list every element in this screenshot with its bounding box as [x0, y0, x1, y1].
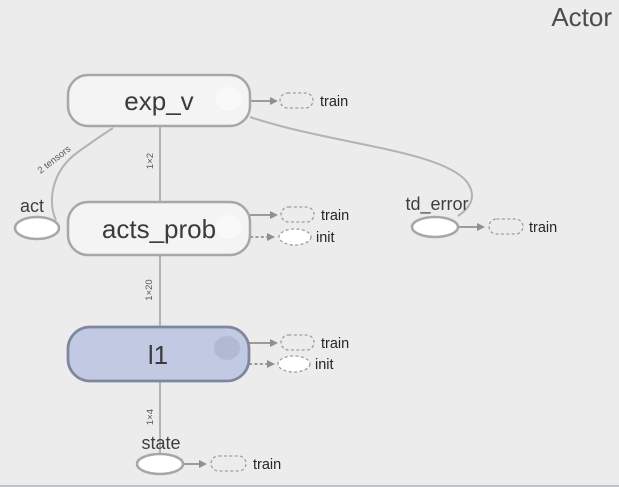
exp_v-train-aux-label: train: [320, 94, 348, 110]
exp_v-node-label: exp_v: [124, 86, 193, 116]
acts_prob-node-shape[interactable]: [66, 200, 252, 257]
graph-title: Actor: [551, 2, 612, 32]
acts_prob-node-label: acts_prob: [102, 214, 216, 244]
l1-node-label: l1: [148, 340, 168, 370]
td_error-train-aux-shape[interactable]: [488, 218, 524, 235]
act-node-label: act: [20, 196, 44, 216]
aux-exp_v-train[interactable]: train: [279, 92, 348, 110]
aux-td_error-train[interactable]: train: [488, 218, 557, 236]
acts_prob-init-aux-shape[interactable]: [278, 228, 312, 246]
l1-train-aux-shape[interactable]: [280, 334, 315, 351]
edge-label-1x20: 1×20: [144, 279, 155, 300]
state-node-label: state: [141, 433, 180, 453]
window-bottom-edge: [0, 485, 619, 487]
exp_v-node-shape[interactable]: [66, 73, 252, 128]
aux-l1-train[interactable]: train: [280, 334, 349, 352]
edge-label-1x2: 1×2: [145, 153, 156, 169]
acts_prob-train-aux-shape[interactable]: [280, 206, 315, 223]
node-state[interactable]: state: [135, 433, 185, 476]
aux-acts_prob-init[interactable]: init: [278, 228, 335, 246]
edge-label-1x4: 1×4: [145, 409, 156, 425]
aux-acts_prob-train[interactable]: train: [280, 206, 349, 224]
state-node-shape[interactable]: [135, 452, 185, 476]
exp_v-train-aux-shape[interactable]: [279, 92, 314, 109]
l1-init-aux-shape[interactable]: [277, 355, 311, 373]
edges: [50, 116, 473, 454]
state-train-aux-shape[interactable]: [210, 455, 247, 472]
acts_prob-train-aux-label: train: [321, 208, 349, 224]
aux-state-train[interactable]: train: [210, 455, 281, 473]
td_error-train-aux-label: train: [529, 220, 557, 236]
aux-l1-init[interactable]: init: [277, 355, 334, 373]
l1-node-shape[interactable]: [66, 325, 251, 383]
td_error-node-shape[interactable]: [410, 215, 460, 239]
act-node-shape[interactable]: [13, 215, 61, 241]
node-acts_prob[interactable]: acts_prob: [66, 200, 252, 257]
aux-arrows: [184, 97, 485, 468]
state-train-aux-label: train: [253, 457, 281, 473]
edge-exp_v-to-td_error: [249, 116, 473, 217]
node-exp_v[interactable]: exp_v: [66, 73, 252, 128]
node-act[interactable]: act: [13, 196, 61, 241]
td_error-node-label: td_error: [405, 194, 468, 215]
node-td_error[interactable]: td_error: [405, 194, 469, 239]
acts_prob-init-aux-label: init: [316, 230, 335, 246]
l1-train-aux-label: train: [321, 336, 349, 352]
l1-init-aux-label: init: [315, 357, 334, 373]
node-l1[interactable]: l1: [66, 325, 251, 383]
edge-act-to-exp_v: [50, 127, 114, 221]
